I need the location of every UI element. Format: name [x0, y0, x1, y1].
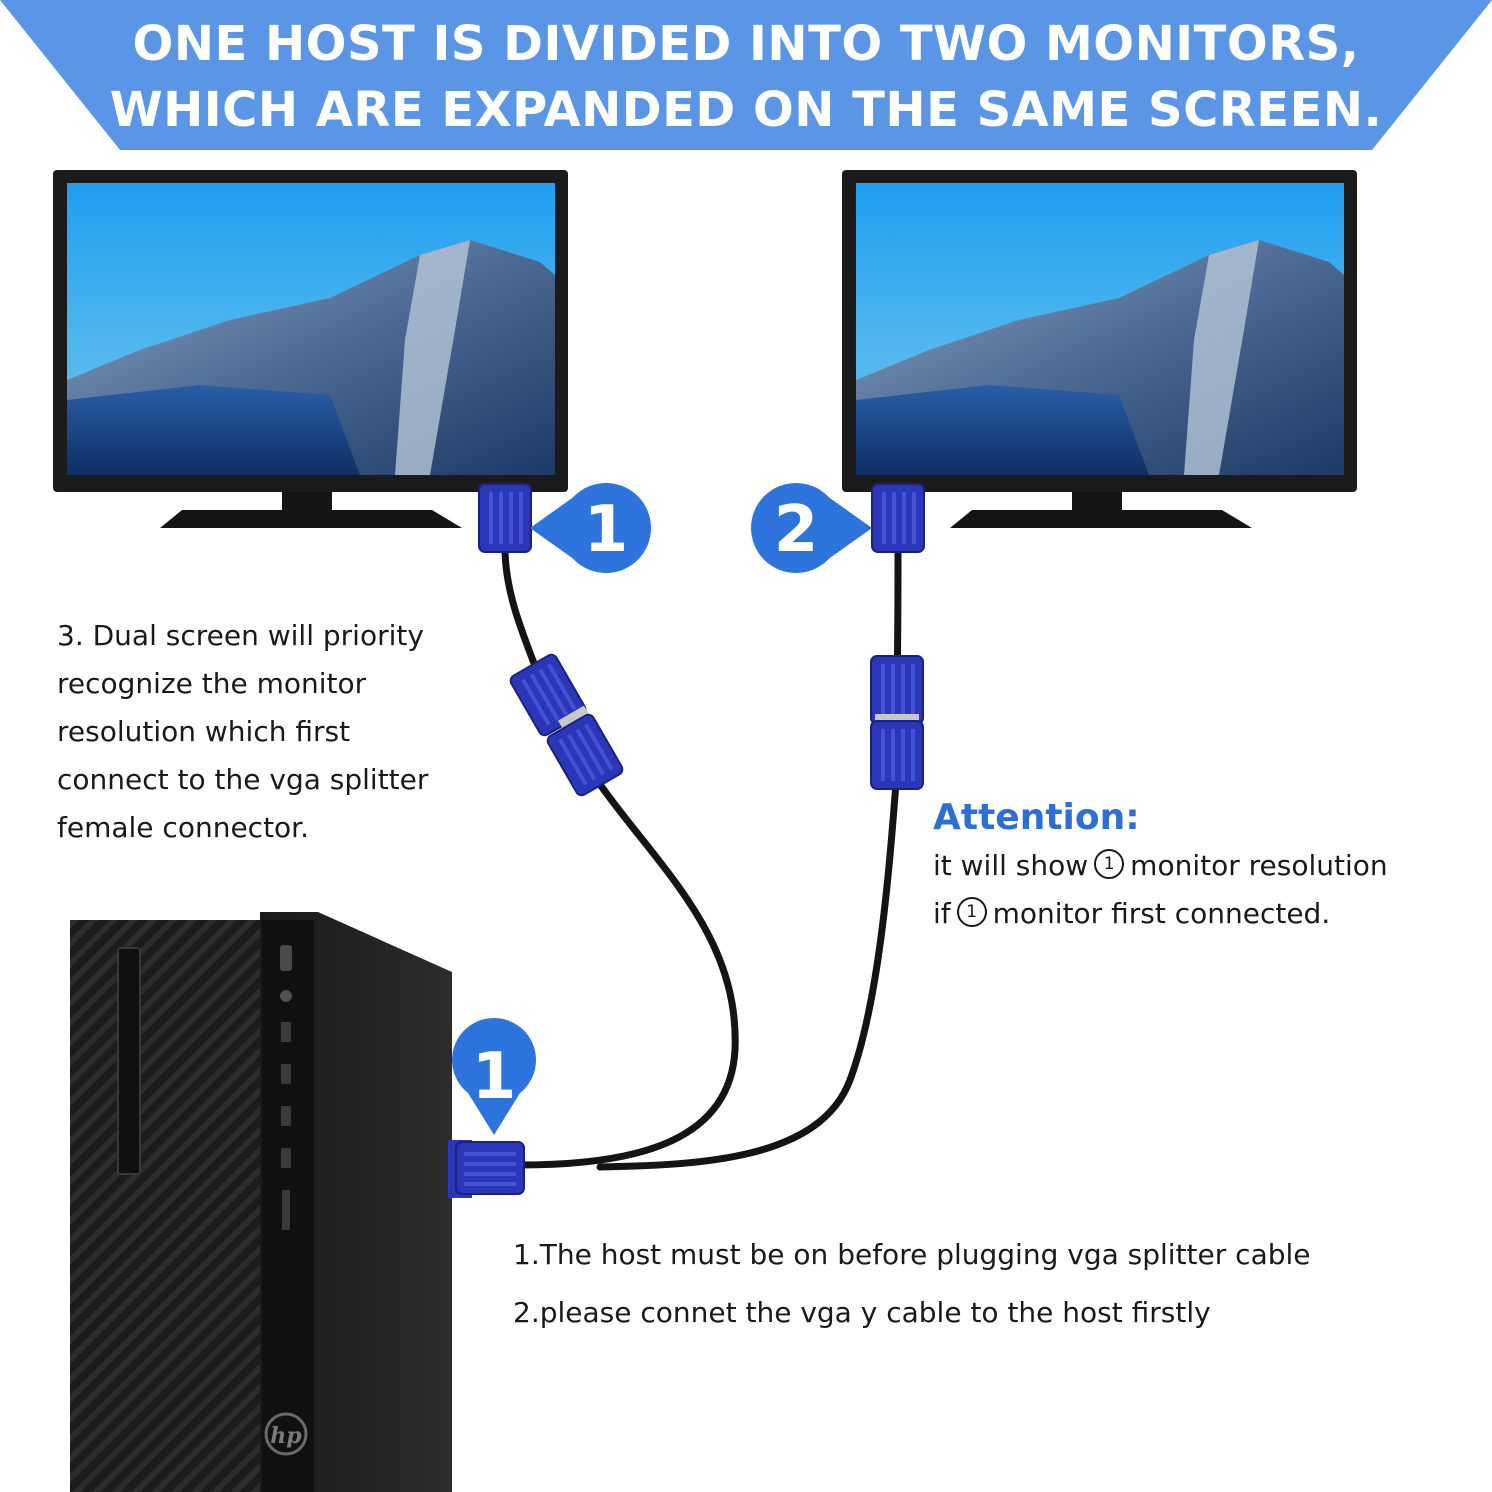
marker-monitor-1: 1	[530, 483, 651, 573]
banner-title-line-2: WHICH ARE EXPANDED ON THE SAME SCREEN.	[109, 82, 1383, 138]
banner-title-line-1: ONE HOST IS DIVIDED INTO TWO MONITORS,	[132, 16, 1360, 72]
attention-line-1-post: monitor resolution	[1130, 849, 1388, 882]
marker-host-label: 1	[472, 1040, 517, 1114]
marker-host: 1	[452, 1018, 536, 1135]
note-priority-line: connect to the vga splitter	[57, 763, 429, 796]
step-2: 2.please connet the vga y cable to the h…	[513, 1296, 1211, 1329]
circled-number-icon: 1	[956, 897, 987, 927]
host-computer: hp	[70, 912, 452, 1492]
note-priority-line: resolution which first	[57, 715, 351, 748]
note-priority-line: 3. Dual screen will priority	[57, 619, 424, 652]
attention-line-1-pre: it will show	[933, 849, 1089, 882]
note-priority-line: female connector.	[57, 811, 310, 844]
hp-logo-text: hp	[270, 1423, 302, 1449]
monitor-1	[53, 170, 568, 528]
attention-line-2-pre: if	[933, 897, 951, 930]
marker-monitor-1-label: 1	[584, 493, 629, 567]
circled-number-icon: 1	[1094, 849, 1125, 879]
attention-title: Attention:	[933, 797, 1140, 838]
vga-connector-monitor-2	[870, 482, 926, 554]
banner-background	[0, 0, 1492, 150]
vga-connector-monitor-1	[477, 482, 533, 554]
hp-logo	[264, 1412, 308, 1456]
vga-coupler-2	[869, 654, 925, 791]
monitor-2	[842, 170, 1357, 528]
vga-y-cable	[501, 544, 902, 1171]
setup-steps: 1.The host must be on before plugging vg…	[513, 1226, 1473, 1342]
marker-monitor-2-label: 2	[774, 493, 819, 567]
note-priority-line: recognize the monitor	[57, 667, 367, 700]
attention-line-2-post: monitor first connected.	[992, 897, 1331, 930]
title-banner: ONE HOST IS DIVIDED INTO TWO MONITORS, W…	[0, 0, 1492, 150]
marker-monitor-2: 2	[751, 483, 872, 573]
step-1: 1.The host must be on before plugging vg…	[513, 1238, 1311, 1271]
vga-coupler-1	[506, 650, 627, 800]
vga-connector-host	[448, 1140, 526, 1198]
note-priority: 3. Dual screen will priority recognize t…	[57, 612, 497, 852]
